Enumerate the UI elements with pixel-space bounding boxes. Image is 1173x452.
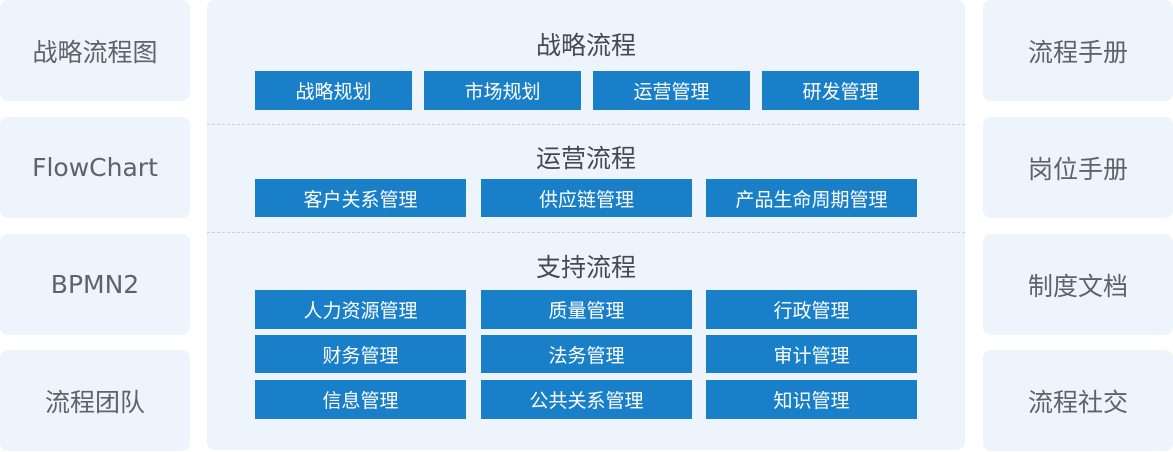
process-button-legal[interactable]: 法务管理 (481, 335, 692, 373)
process-button-audit[interactable]: 审计管理 (706, 335, 917, 373)
side-item-process-manual[interactable]: 流程手册 (983, 0, 1173, 101)
side-item-label: 流程社交 (1027, 387, 1128, 417)
side-item-label: 战略流程图 (32, 37, 158, 67)
process-button-quality[interactable]: 质量管理 (481, 290, 692, 329)
side-item-label: 流程手册 (1027, 37, 1128, 67)
process-button-crm[interactable]: 客户关系管理 (255, 179, 466, 217)
side-item-strategy-flowchart[interactable]: 战略流程图 (0, 0, 190, 101)
process-button-rnd-management[interactable]: 研发管理 (762, 71, 919, 110)
process-button-administration[interactable]: 行政管理 (706, 290, 917, 329)
process-button-operations-management[interactable]: 运营管理 (593, 71, 750, 110)
section-title-support: 支持流程 (535, 253, 636, 282)
process-button-public-relations[interactable]: 公共关系管理 (481, 380, 692, 419)
process-button-knowledge[interactable]: 知识管理 (706, 380, 917, 419)
process-button-market-planning[interactable]: 市场规划 (424, 71, 581, 110)
section-divider (207, 232, 965, 233)
side-item-label: FlowChart (32, 153, 158, 182)
side-item-flowchart[interactable]: FlowChart (0, 117, 190, 218)
side-item-process-social[interactable]: 流程社交 (983, 350, 1173, 451)
side-item-label: BPMN2 (50, 270, 140, 299)
side-item-bpmn2[interactable]: BPMN2 (0, 234, 190, 335)
side-item-label: 流程团队 (44, 387, 145, 417)
process-button-plm[interactable]: 产品生命周期管理 (706, 179, 917, 217)
side-item-label: 岗位手册 (1027, 154, 1128, 184)
side-item-label: 制度文档 (1027, 271, 1128, 301)
side-item-process-team[interactable]: 流程团队 (0, 350, 190, 451)
process-button-finance[interactable]: 财务管理 (255, 335, 466, 373)
process-button-supply-chain[interactable]: 供应链管理 (481, 179, 692, 217)
section-title-strategy: 战略流程 (535, 31, 636, 60)
section-divider (207, 124, 965, 125)
side-item-policy-docs[interactable]: 制度文档 (983, 234, 1173, 335)
process-button-strategic-planning[interactable]: 战略规划 (255, 71, 412, 110)
side-item-job-manual[interactable]: 岗位手册 (983, 117, 1173, 218)
section-title-operations: 运营流程 (535, 144, 636, 173)
process-architecture-panel: 战略流程 战略规划 市场规划 运营管理 研发管理 运营流程 客户关系管理 供应链… (207, 0, 965, 450)
process-button-hr[interactable]: 人力资源管理 (255, 290, 466, 329)
process-button-information[interactable]: 信息管理 (255, 380, 466, 419)
